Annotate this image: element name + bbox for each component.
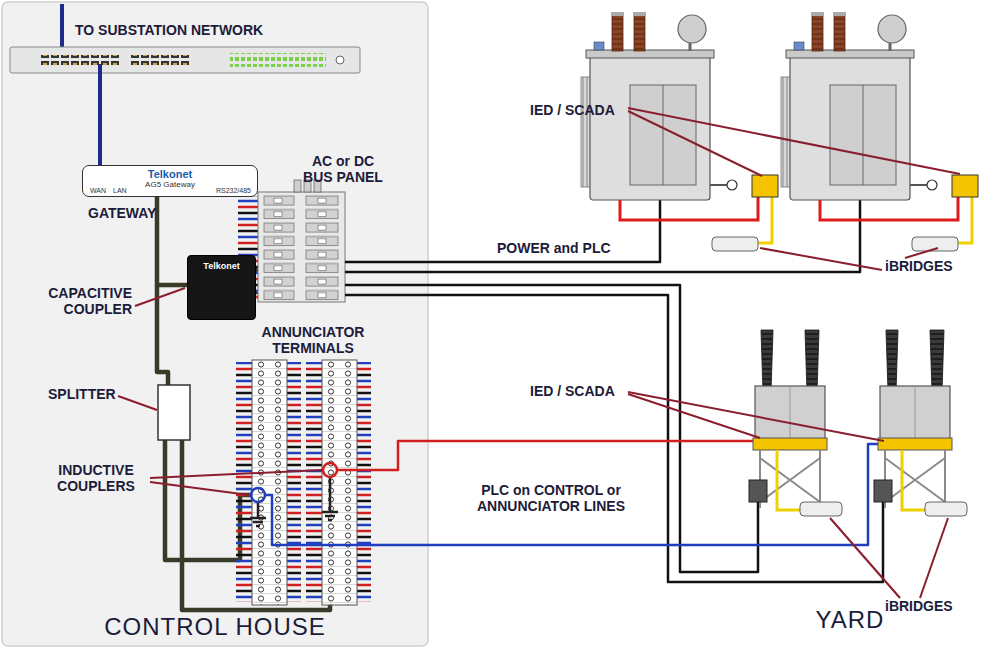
callout-label: IED / SCADA (530, 102, 640, 118)
callout-label: GATEWAY (88, 205, 188, 221)
circuit-breaker (874, 330, 967, 516)
splitter (158, 385, 190, 440)
circuit-breaker (749, 330, 842, 516)
callout-label: TO SUBSTATION NETWORK (75, 22, 315, 38)
brand-name: Telkonet (188, 262, 255, 272)
callout-label: INDUCTIVE COUPLERS (44, 462, 148, 494)
region-title: CONTROL HOUSE (0, 614, 430, 640)
brand-name: Telkonet (83, 168, 257, 180)
network-switch (10, 4, 360, 166)
port-label: RS232/485 (216, 187, 251, 195)
control-house-panel (2, 2, 428, 646)
coax-cable (157, 197, 187, 285)
callout-label: AC or DC BUS PANEL (297, 153, 389, 185)
callout-label: iBRIDGES (885, 598, 985, 614)
region-title: YARD (790, 606, 910, 634)
callout-label: IED / SCADA (530, 383, 640, 399)
annunciator-terminals (236, 360, 371, 605)
callout-label: SPLITTER (48, 386, 128, 402)
power-transformer (781, 12, 978, 251)
callout-label: CAPACITIVE COUPLER (20, 285, 132, 317)
callout-label: PLC on CONTROL or ANNUNCIATOR LINES (462, 482, 640, 514)
callout-label: iBRIDGES (885, 258, 985, 274)
capacitive-coupler: Telkonet (187, 255, 256, 320)
control-house: CONTROL HOUSETelkonetAG5 GatewayWANLANRS… (0, 0, 430, 648)
gateway-device: TelkonetAG5 GatewayWANLANRS232/485 (82, 165, 258, 197)
port-label: WAN (90, 187, 106, 195)
callout-label: ANNUNCIATOR TERMINALS (243, 324, 383, 356)
port-label: LAN (113, 187, 127, 195)
splitter-cables (157, 270, 330, 610)
callout-label: POWER and PLC (497, 240, 637, 256)
yard-wiring (265, 200, 883, 582)
